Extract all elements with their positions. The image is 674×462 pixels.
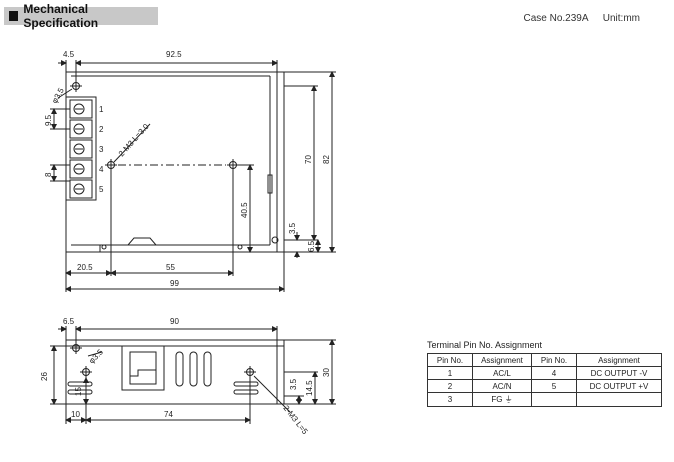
table-cell: DC OUTPUT +V	[576, 379, 662, 393]
table-cell: 3	[427, 392, 473, 407]
table-cell	[576, 392, 662, 407]
side-hole-dia-label: φ3.5	[87, 347, 105, 365]
pitch-label: 9.5	[44, 114, 53, 126]
table-header: Assignment	[576, 353, 662, 367]
table-cell	[531, 392, 577, 407]
terminal-3-label: 3	[99, 145, 104, 154]
side-dim-6-5-label: 6.5	[63, 317, 75, 326]
terminal-4-label: 4	[99, 165, 104, 174]
dim-70-label: 70	[304, 155, 313, 164]
table-cell: 4	[531, 366, 577, 380]
table-header: Pin No.	[531, 353, 577, 367]
table-cell: 1	[427, 366, 473, 380]
table-row: 3 FG ⏚	[427, 392, 662, 407]
side-dim-10-label: 10	[71, 410, 80, 419]
dim-20-5-label: 20.5	[77, 263, 93, 272]
section-header: Mechanical Specification	[4, 2, 158, 30]
side-dim-90-label: 90	[170, 317, 179, 326]
table-cell: 2	[427, 379, 473, 393]
side-dim-30-label: 30	[322, 368, 331, 377]
table-cell: AC/L	[472, 366, 532, 380]
table-header: Pin No.	[427, 353, 473, 367]
terminal-5-label: 5	[99, 185, 104, 194]
unit-label: Unit:mm	[602, 13, 640, 24]
dim-40-5-label: 40.5	[240, 202, 249, 218]
square-bullet-icon	[9, 11, 19, 21]
terminal-2-label: 2	[99, 125, 104, 134]
dim-3-5-label: 3.5	[288, 222, 297, 234]
side-dim-15-label: 15	[74, 387, 83, 396]
dim-99-label: 99	[170, 279, 179, 288]
pin-table-caption: Terminal Pin No. Assignment	[427, 340, 543, 350]
table-header-row: Pin No. Assignment Pin No. Assignment	[427, 353, 662, 367]
side-dim-14-5-label: 14.5	[305, 380, 314, 396]
table-cell: FG ⏚	[472, 392, 532, 407]
side-view-labels: 6.5 90 φ3.5 26 15 3.5 14.5 30 10 74 2-M3…	[40, 317, 331, 436]
side-dim-26-label: 26	[40, 372, 49, 381]
table-cell: 5	[531, 379, 577, 393]
table-row: 2 AC/N 5 DC OUTPUT +V	[427, 379, 662, 393]
section-title: Mechanical Specification	[23, 2, 99, 30]
hole-dia-label: φ3.5	[50, 86, 66, 105]
top-view-outline	[65, 71, 285, 253]
table-cell: AC/N	[472, 379, 532, 393]
dim-4-5-label: 4.5	[63, 50, 75, 59]
table-row: 1 AC/L 4 DC OUTPUT -V	[427, 366, 662, 380]
pin-assignment-table: Pin No. Assignment Pin No. Assignment 1 …	[427, 353, 662, 407]
dim-6-5-label: 6.5	[307, 240, 316, 252]
top-view	[50, 60, 336, 292]
pitch2-label: 8	[44, 172, 53, 177]
case-info: Case No.239A Unit:mm	[523, 13, 640, 24]
terminal-1-label: 1	[99, 105, 104, 114]
table-cell: DC OUTPUT -V	[576, 366, 662, 380]
side-screw-note-label: 2-M3 L=5	[281, 404, 309, 437]
dim-92-5-label: 92.5	[166, 50, 182, 59]
case-number: Case No.239A	[523, 13, 588, 24]
dim-82-label: 82	[322, 155, 331, 164]
screw-note-label: 2-M3 L=3.0	[117, 122, 151, 159]
side-dim-74-label: 74	[164, 410, 173, 419]
side-dim-3-5-label: 3.5	[289, 378, 298, 390]
side-view	[50, 326, 336, 424]
dim-55-label: 55	[166, 263, 175, 272]
table-header: Assignment	[472, 353, 532, 367]
